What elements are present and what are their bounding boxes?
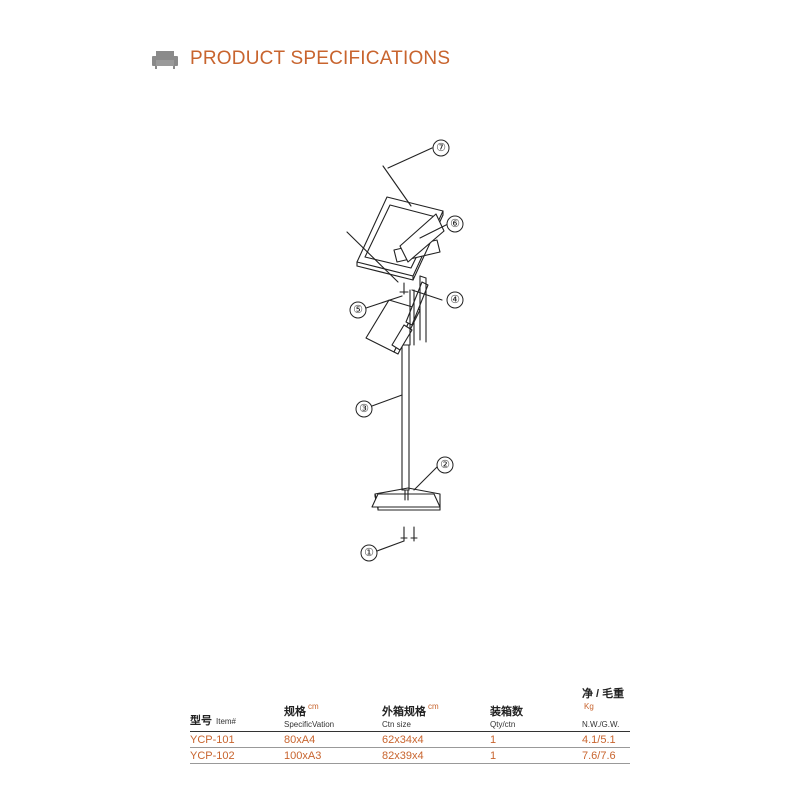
table-row: YCP-101 80xA4 62x34x4 1 4.1/5.1: [190, 732, 630, 748]
page-title: PRODUCT SPECIFICATIONS: [190, 48, 451, 69]
cell-spec: 80xA4: [284, 733, 316, 746]
callout-5-label: ⑤: [353, 304, 363, 316]
callout-1-label: ①: [364, 547, 374, 559]
header-weight: 净 / 毛重Kg N.W./G.W.: [582, 688, 625, 729]
callout-2-label: ②: [440, 459, 450, 471]
callout-6-label: ⑥: [450, 218, 460, 230]
section-header: PRODUCT SPECIFICATIONS: [152, 48, 450, 70]
base-plate: [371, 487, 441, 511]
cell-spec: 100xA3: [284, 749, 322, 762]
callout-3: [355, 400, 373, 418]
cell-item: YCP-101: [190, 733, 235, 746]
callout-3-label: ③: [359, 403, 369, 415]
cell-weight: 4.1/5.1: [582, 733, 616, 746]
pole: [401, 344, 410, 501]
cell-qty: 1: [490, 749, 497, 762]
callout-4: [446, 291, 464, 309]
callout-4-label: ④: [450, 294, 460, 306]
callout-2: [436, 456, 454, 474]
cell-qty: 1: [490, 733, 497, 746]
cell-ctn-size: 62x34x4: [382, 733, 424, 746]
callout-1: [360, 544, 378, 562]
cell-ctn-size: 82x39x4: [382, 749, 424, 762]
table-row: YCP-102 100xA3 82x39x4 1 7.6/7.6: [190, 748, 630, 764]
cell-item: YCP-102: [190, 749, 235, 762]
sofa-icon: [152, 51, 178, 69]
header-qty: 装箱数 Qty/ctn: [490, 706, 523, 729]
insert-sheet: [399, 213, 445, 263]
callout-7-label: ⑦: [436, 142, 446, 154]
upper-pole: [419, 275, 427, 343]
callout-6: [446, 215, 464, 233]
top-screws: [346, 165, 412, 295]
base-screws: [400, 526, 418, 542]
bracket-connector: [391, 281, 429, 351]
leader-lines: [365, 147, 449, 552]
callout-5: [349, 301, 367, 319]
callout-7: [432, 139, 450, 157]
cell-weight: 7.6/7.6: [582, 749, 616, 762]
